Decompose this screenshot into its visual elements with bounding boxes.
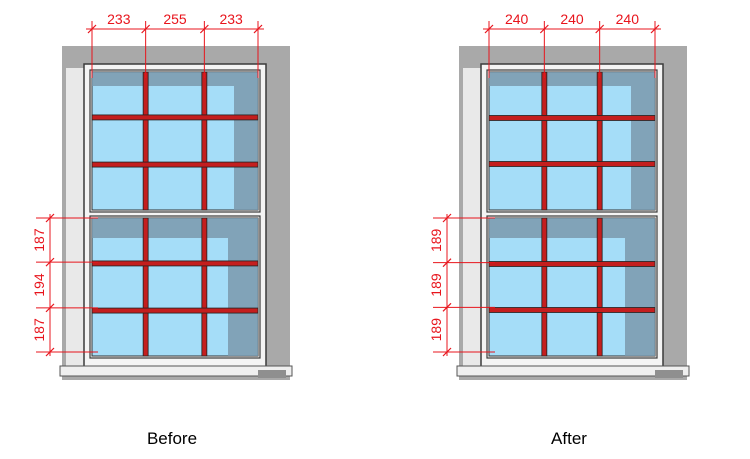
column-dimension-label: 255 bbox=[163, 11, 187, 27]
row-dimension-label: 194 bbox=[31, 273, 47, 297]
column-dimension-label: 233 bbox=[107, 11, 131, 27]
row-dimension-label: 189 bbox=[428, 318, 444, 342]
upper-sash-glass bbox=[488, 71, 656, 211]
row-dimension-label: 187 bbox=[31, 228, 47, 252]
muntin-vertical bbox=[596, 71, 603, 211]
sash-shadow bbox=[631, 86, 655, 210]
dimension-tick bbox=[45, 257, 55, 267]
sill-shadow bbox=[655, 370, 683, 378]
muntin-horizontal bbox=[91, 114, 259, 121]
sash-shadow bbox=[228, 238, 258, 356]
muntin-vertical bbox=[142, 217, 149, 357]
before-window-panel: 233 255 233 187 194 187 bbox=[31, 11, 293, 380]
muntin-horizontal bbox=[91, 260, 259, 267]
sash-shadow bbox=[92, 218, 258, 238]
dimension-tick bbox=[45, 213, 55, 223]
column-dimension-label: 240 bbox=[616, 11, 640, 27]
dimension-tick bbox=[141, 24, 151, 34]
dimension-tick bbox=[442, 347, 452, 357]
dimension-tick bbox=[199, 24, 209, 34]
sash-shadow bbox=[489, 218, 655, 238]
row-dimension-label: 187 bbox=[31, 318, 47, 342]
column-dimension-label: 240 bbox=[560, 11, 584, 27]
sill-shadow bbox=[258, 370, 286, 378]
sash-shadow bbox=[625, 238, 655, 356]
sash-shadow bbox=[489, 72, 655, 86]
after-caption: After bbox=[551, 429, 587, 448]
muntin-vertical bbox=[596, 217, 603, 357]
column-dimension-label: 233 bbox=[219, 11, 243, 27]
row-dimension-label: 189 bbox=[428, 228, 444, 252]
muntin-vertical bbox=[541, 71, 548, 211]
window-sill bbox=[456, 365, 690, 377]
muntin-horizontal bbox=[488, 261, 656, 267]
dimension-tick bbox=[595, 24, 605, 34]
sash-shadow bbox=[92, 72, 258, 86]
dimension-tick bbox=[442, 258, 452, 268]
sash-shadow bbox=[234, 86, 258, 210]
column-dimension-label: 240 bbox=[505, 11, 529, 27]
before-caption: Before bbox=[147, 429, 197, 448]
dimension-tick bbox=[539, 24, 549, 34]
muntin-vertical bbox=[541, 217, 548, 357]
muntin-vertical bbox=[201, 71, 208, 211]
dimension-tick bbox=[253, 24, 263, 34]
dimension-tick bbox=[484, 24, 494, 34]
muntin-vertical bbox=[201, 217, 208, 357]
dimension-tick bbox=[45, 347, 55, 357]
window-sill bbox=[59, 365, 293, 377]
dimension-tick bbox=[442, 213, 452, 223]
upper-sash-glass bbox=[91, 71, 259, 211]
muntin-horizontal bbox=[488, 161, 656, 167]
muntin-horizontal bbox=[91, 307, 259, 314]
muntin-horizontal bbox=[488, 307, 656, 313]
muntin-horizontal bbox=[91, 161, 259, 168]
after-window-panel: 240 240 240 189 189 189 bbox=[428, 11, 690, 380]
row-dimension-label: 189 bbox=[428, 273, 444, 297]
dimension-tick bbox=[650, 24, 660, 34]
dimension-tick bbox=[87, 24, 97, 34]
dimension-tick bbox=[442, 302, 452, 312]
muntin-horizontal bbox=[488, 115, 656, 121]
dimension-tick bbox=[45, 303, 55, 313]
muntin-vertical bbox=[142, 71, 149, 211]
